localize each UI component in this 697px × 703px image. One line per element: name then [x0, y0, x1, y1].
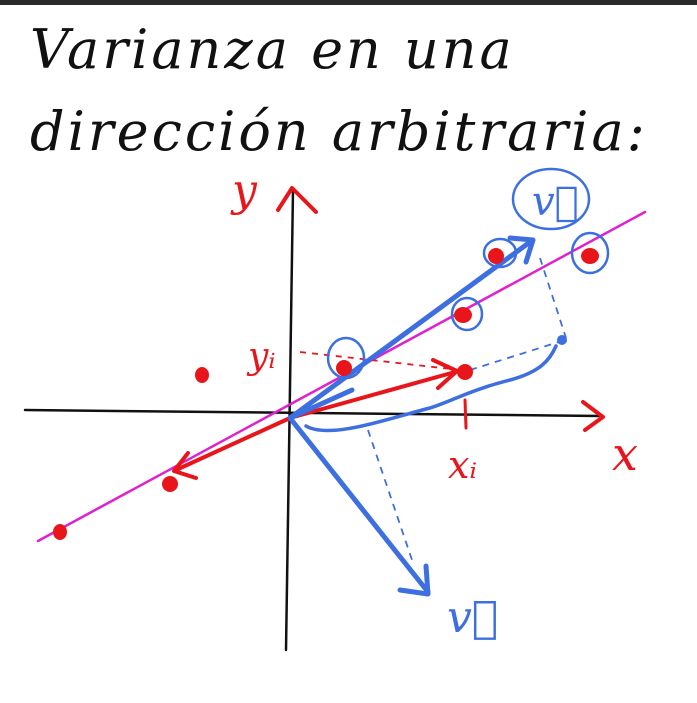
y-i-label: yᵢ: [246, 336, 276, 377]
y-i-dash: [299, 351, 461, 371]
data-points: [53, 248, 599, 540]
red-vector-to-point-head: [431, 358, 459, 390]
blue-vector-arbitrary: [287, 415, 431, 595]
highlight-circle-1: [482, 237, 518, 269]
projection-dash-2: [539, 257, 567, 339]
red-vector-to-point: [288, 370, 457, 420]
x-axis-arrowhead: [581, 400, 605, 432]
highlight-circle-3: [450, 296, 484, 332]
v-label-top: v⃗: [532, 179, 579, 225]
blue-vector-arbitrary-head: [397, 563, 431, 597]
projection-guides: [367, 257, 567, 561]
blue-vector-principal-head: [507, 235, 536, 265]
top-border: [0, 0, 697, 5]
highlight-circle-2: [570, 231, 610, 275]
data-point: [162, 476, 178, 492]
data-point: [53, 524, 67, 540]
title-line-1: Varianza en una: [30, 18, 515, 81]
blue-projection-brace: [304, 344, 558, 433]
x-axis-label: x: [612, 427, 638, 481]
data-point: [454, 307, 472, 323]
title-line-2: dirección arbitraria:: [30, 100, 648, 163]
blue-vectors: [287, 235, 558, 597]
blue-vector-principal: [287, 239, 533, 421]
x-i-tick: [463, 398, 468, 430]
projected-point: [557, 335, 567, 345]
highlight-circles: [326, 167, 610, 380]
projection-dash-3: [367, 429, 413, 561]
data-point: [457, 364, 473, 380]
data-point: [336, 360, 352, 376]
red-vectors: [172, 358, 459, 480]
projection-dash-1: [469, 339, 566, 371]
blue-vector-small: [287, 387, 355, 421]
y-axis-label: y: [230, 165, 258, 216]
highlight-circle-4: [326, 336, 366, 380]
data-point: [195, 367, 209, 383]
y-axis-arrowhead: [276, 186, 318, 214]
data-point: [488, 248, 504, 264]
red-vector-negative: [174, 416, 292, 472]
highlight-circle-v-label: [511, 167, 591, 231]
data-point: [581, 248, 599, 264]
red-vector-negative-head: [172, 451, 198, 480]
x-i-label: xᵢ: [448, 443, 477, 487]
v-label-bottom: v⃗: [447, 592, 498, 643]
